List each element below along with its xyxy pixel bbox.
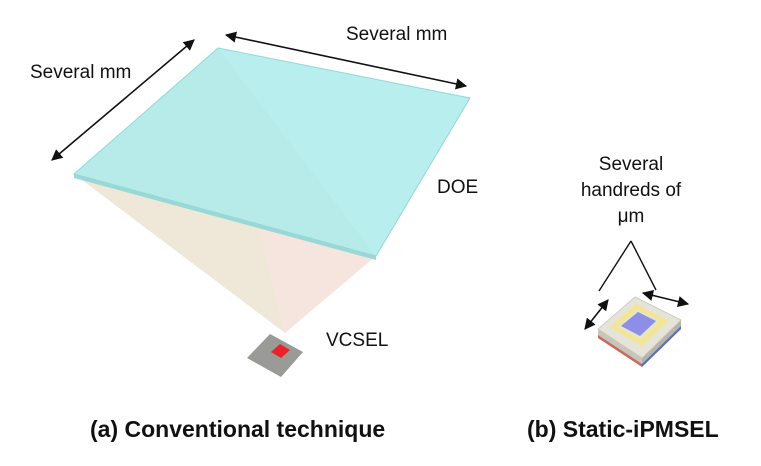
doe-label: DOE bbox=[437, 177, 479, 198]
pmsel-size-label-line1: Several bbox=[598, 154, 664, 175]
pmsel-chip bbox=[597, 296, 682, 367]
vcsel-label: VCSEL bbox=[326, 330, 389, 351]
dimension-label-top: Several mm bbox=[346, 24, 448, 45]
pmsel-arrow-left bbox=[584, 299, 609, 330]
vcsel-emitter bbox=[271, 344, 290, 358]
dimension-arrow-left bbox=[51, 39, 195, 161]
vcsel-chip bbox=[247, 334, 303, 377]
doe-plate bbox=[72, 47, 471, 257]
doe-plate-edge bbox=[74, 174, 376, 260]
pmsel-pointer-right bbox=[630, 240, 657, 291]
caption-b: (b) Static-iPMSEL bbox=[527, 416, 719, 442]
pmsel-size-label-line2: handreds of bbox=[580, 180, 682, 201]
dimension-arrow-top bbox=[224, 31, 468, 90]
pmsel-size-label-line3: μm bbox=[617, 206, 645, 227]
pmsel-pointer-left bbox=[598, 240, 632, 292]
caption-a: (a) Conventional technique bbox=[90, 416, 386, 442]
pmsel-arrow-right bbox=[641, 289, 690, 308]
pmsel-emission-area bbox=[621, 312, 656, 336]
dimension-label-left: Several mm bbox=[30, 62, 132, 83]
